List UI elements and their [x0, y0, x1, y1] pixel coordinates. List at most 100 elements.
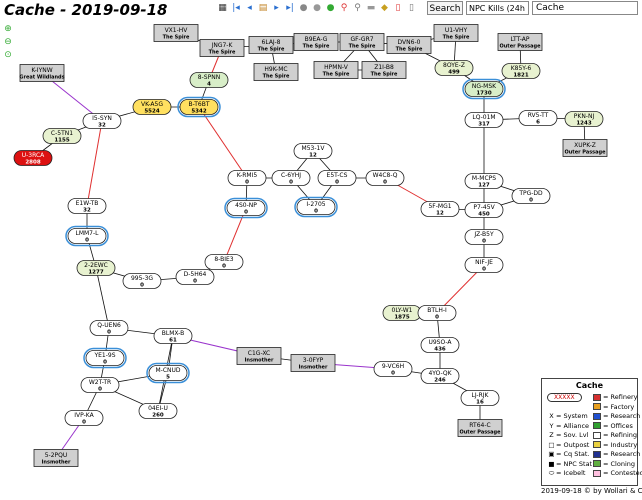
system-node-9953g[interactable]: 995-3G0	[122, 273, 162, 289]
last-icon[interactable]: ▸|	[286, 3, 294, 13]
map-icon[interactable]: ▦	[218, 3, 227, 13]
system-name: E5T-CS	[327, 172, 348, 179]
system-name: B-T6BT	[189, 101, 210, 108]
system-node-ivpka[interactable]: IVP-KA0	[64, 410, 104, 426]
system-input[interactable]	[532, 1, 638, 15]
system-shape	[361, 61, 407, 79]
legend-label: = Refinery	[603, 393, 638, 401]
globe-gray-icon[interactable]: ●	[299, 3, 308, 13]
plus-zoom-icon[interactable]: ⊕	[4, 24, 12, 34]
system-name: YE1-9S	[93, 352, 115, 359]
first-icon[interactable]: |◂	[232, 3, 240, 13]
system-shape	[464, 202, 504, 218]
system-stat: Outer Passage	[500, 44, 542, 50]
system-node-tpgdd[interactable]: TPG-DD0	[511, 188, 551, 204]
system-node-lmm7[interactable]: LMM7-L0	[65, 225, 109, 247]
system-node-4s0np[interactable]: 4S0-NP0	[224, 197, 268, 219]
globe-gray2-icon[interactable]: ●	[313, 3, 321, 13]
system-node-e5tcs[interactable]: E5T-CS0	[317, 170, 357, 186]
pin-icon[interactable]: ⚲	[340, 3, 348, 13]
system-node-w2ttr[interactable]: W2T-TR0	[80, 377, 120, 393]
system-shape	[433, 24, 479, 42]
pdf-icon[interactable]: ▯	[395, 3, 401, 13]
system-name: LTT-AP	[511, 36, 530, 43]
prev-icon[interactable]: ◂	[247, 3, 252, 13]
system-shape	[132, 99, 172, 115]
system-node-w4c8q[interactable]: W4C8-Q0	[365, 170, 405, 186]
reset-zoom-icon[interactable]: ⊙	[4, 50, 12, 60]
doc-icon[interactable]: ▯	[409, 3, 414, 13]
system-shape	[339, 33, 385, 51]
system-shape	[67, 228, 107, 244]
minus-zoom-icon[interactable]: ⊖	[4, 37, 12, 47]
legend-row-3: = Offices	[593, 422, 633, 430]
system-node-blmxb[interactable]: BLMX-B61	[153, 328, 193, 344]
system-node-rv5tt[interactable]: RV5-TT6	[518, 110, 558, 126]
legend-swatch	[593, 412, 601, 420]
truck-icon[interactable]: ▬	[366, 3, 376, 13]
system-node-ye19s[interactable]: YE1-9S0	[83, 347, 127, 369]
cube-icon[interactable]: ◆	[381, 3, 388, 13]
system-name: C-6YHJ	[281, 172, 301, 179]
system-node-btlhi[interactable]: BTLH-I0	[417, 305, 457, 321]
search-button[interactable]: Search	[427, 1, 463, 15]
pin2-icon[interactable]: ⚲	[354, 3, 361, 13]
system-node-nifje[interactable]: NIF-JE0	[464, 257, 504, 273]
globe-green-icon[interactable]: ●	[326, 3, 335, 13]
system-name: C-5TN1	[51, 130, 73, 137]
next-icon[interactable]: ▸	[274, 3, 279, 13]
calendar-icon[interactable]: ▤	[258, 3, 268, 13]
statistic-select[interactable]: NPC Kills (24h	[466, 1, 529, 15]
legend-row-2: = Research	[593, 412, 640, 420]
